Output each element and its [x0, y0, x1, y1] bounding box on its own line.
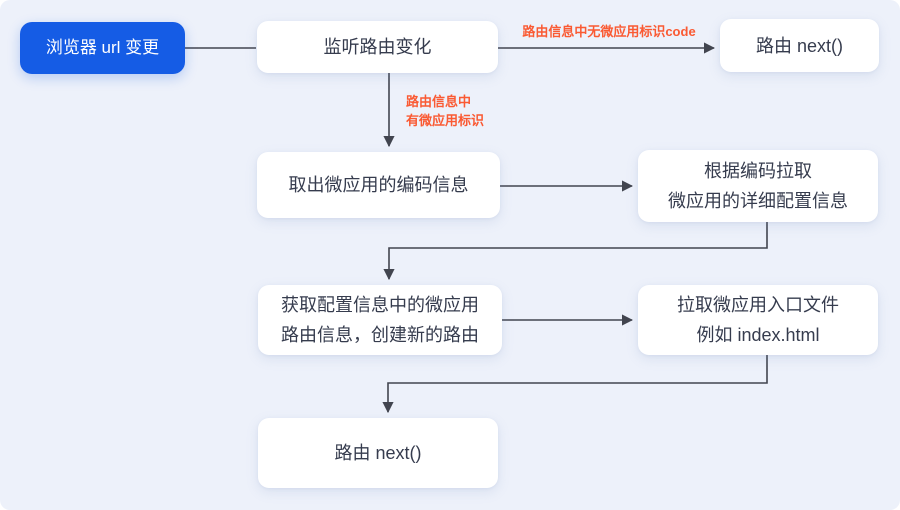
node-fetch-entry-file: 拉取微应用入口文件 例如 index.html: [638, 285, 878, 355]
node-extract-app-code: 取出微应用的编码信息: [257, 152, 500, 218]
node-listen-route-change: 监听路由变化: [257, 21, 498, 73]
node-create-new-route: 获取配置信息中的微应用 路由信息，创建新的路由: [258, 285, 502, 355]
node-route-next-bottom: 路由 next(): [258, 418, 498, 488]
node-fetch-app-config: 根据编码拉取 微应用的详细配置信息: [638, 150, 878, 222]
node-browser-url-change: 浏览器 url 变更: [20, 22, 185, 74]
node-route-next-top: 路由 next(): [720, 19, 879, 72]
edge-label-no-app-code: 路由信息中无微应用标识code: [522, 24, 696, 39]
edge-fetch-config-to-create-route: [383, 222, 768, 281]
edge-fetch-entry-to-next-bottom: [382, 355, 768, 414]
edge-label-has-app-code: 路由信息中 有微应用标识: [406, 94, 485, 128]
